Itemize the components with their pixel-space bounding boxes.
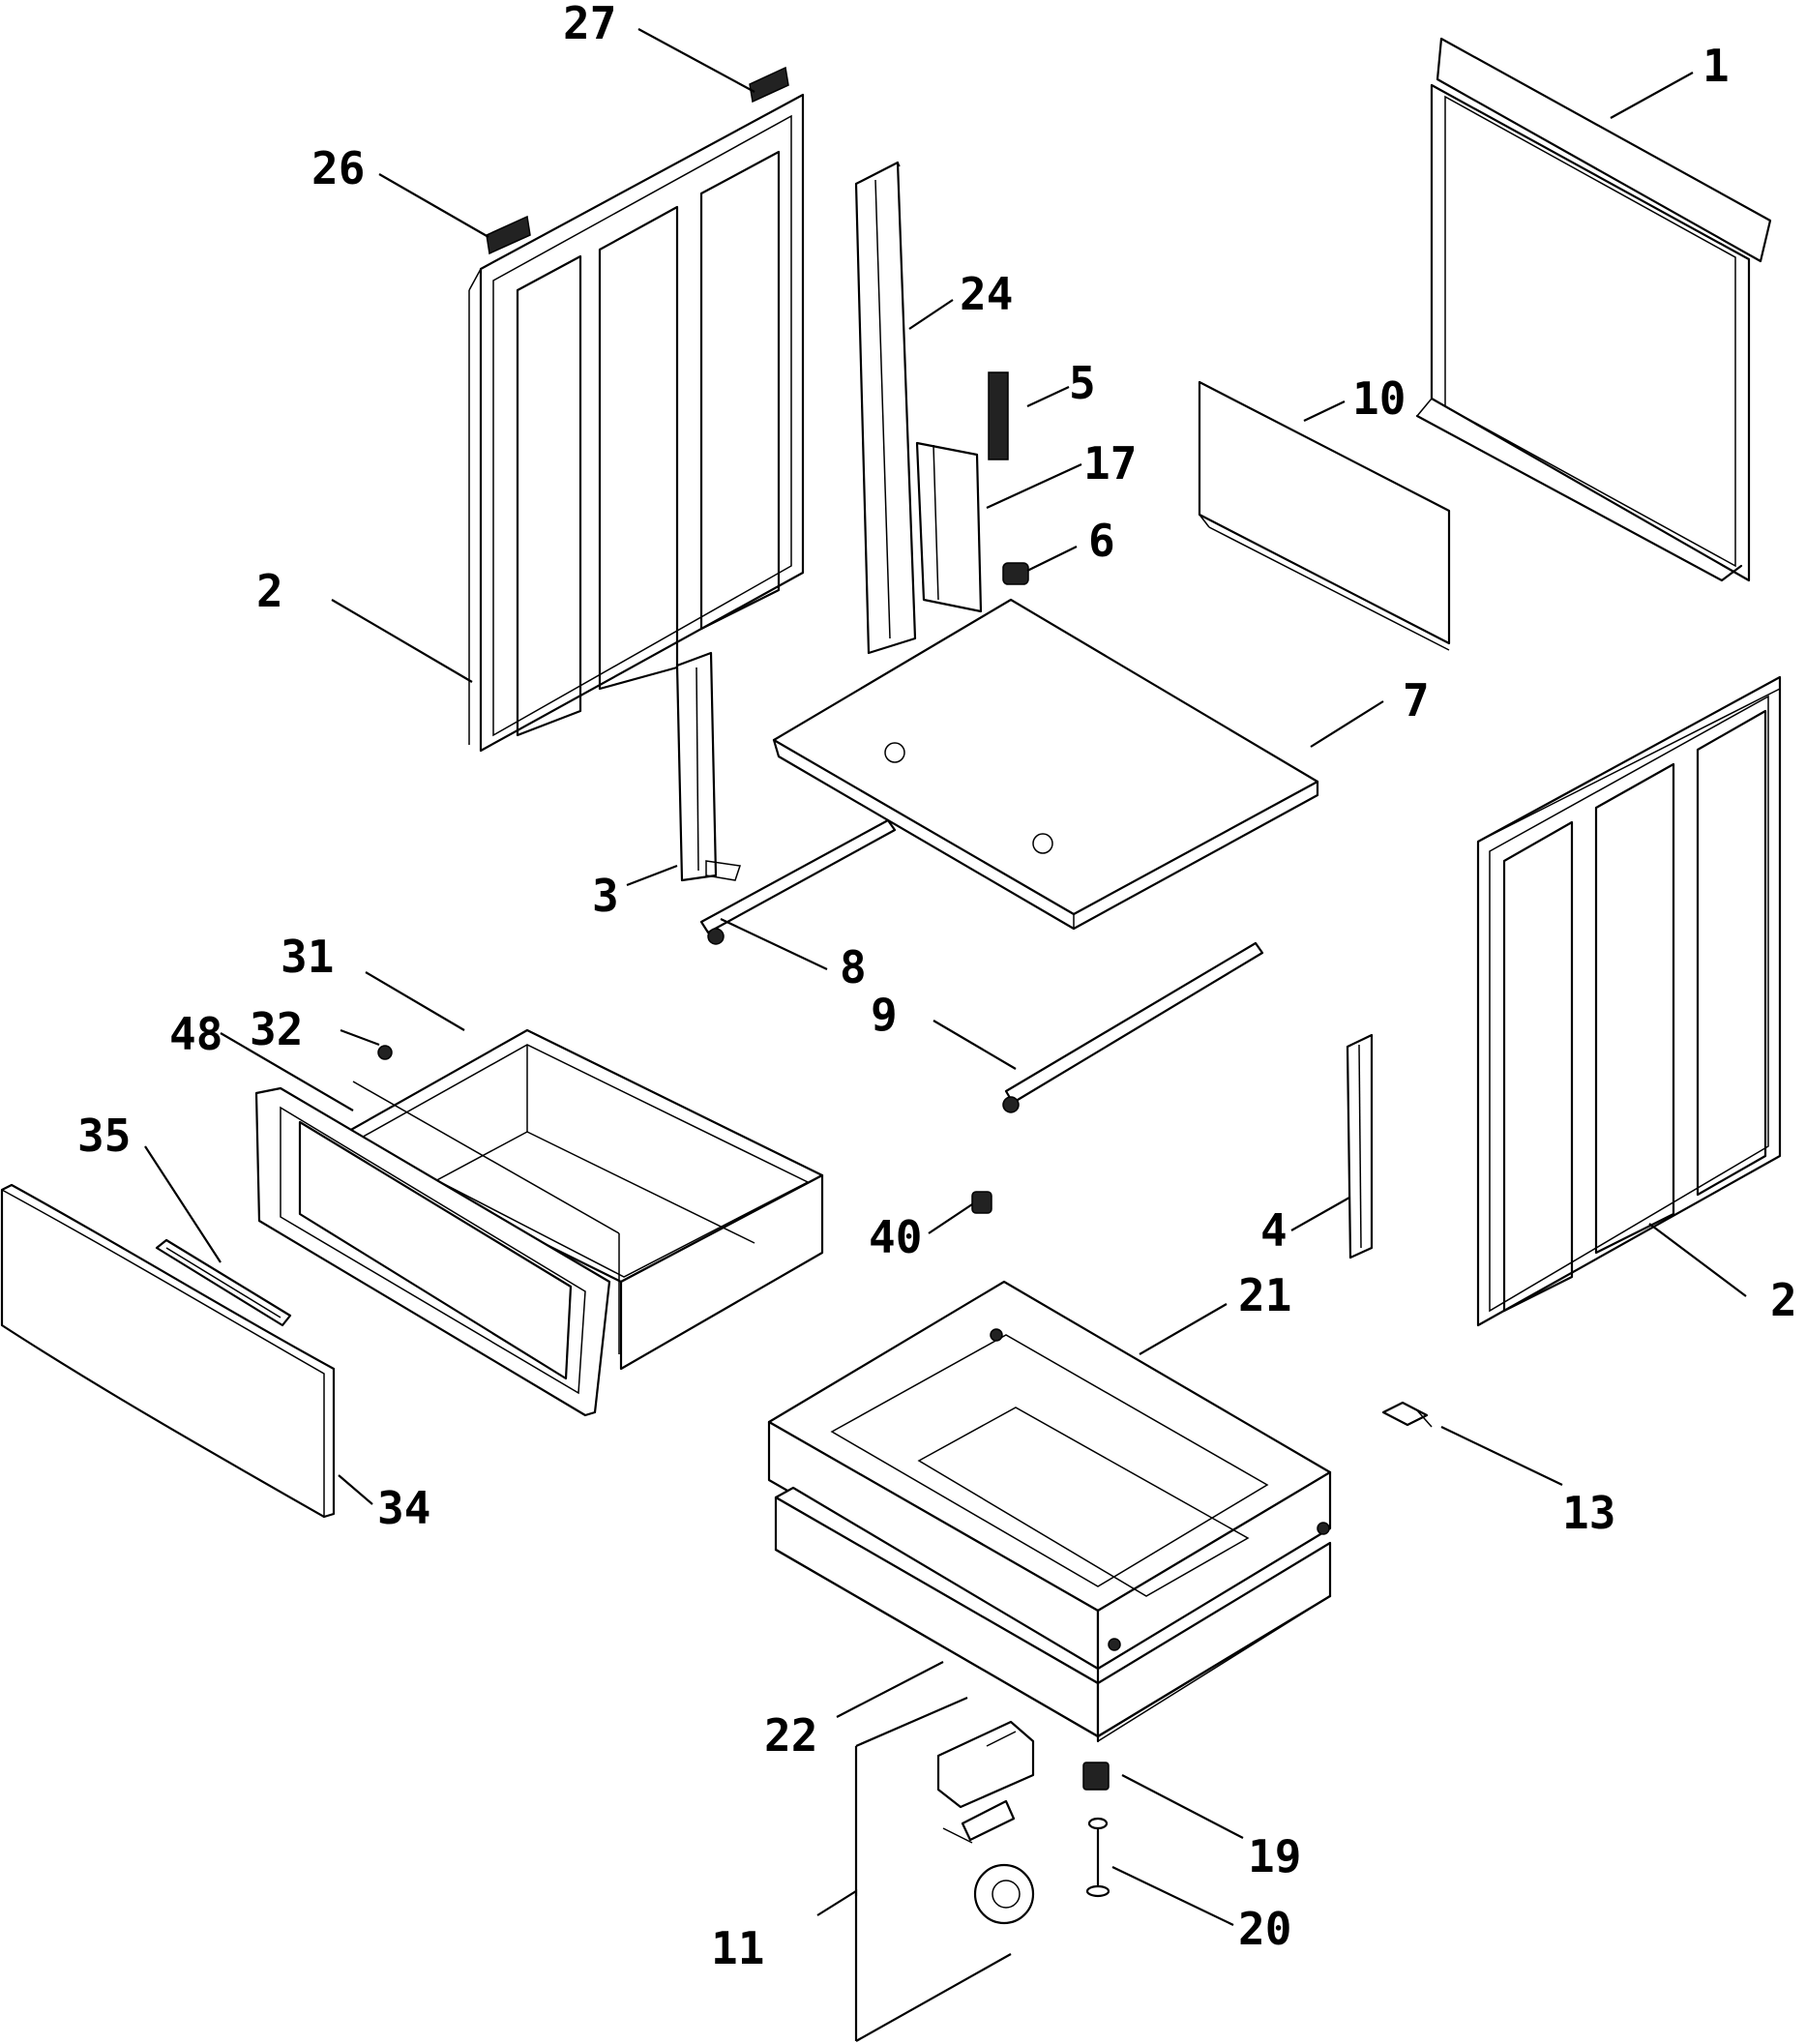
callout-48: 48 (169, 1008, 222, 1060)
part-clip-40 (971, 1191, 992, 1214)
part-drawer-handle (155, 1238, 292, 1327)
callout-26: 26 (311, 142, 365, 194)
part-clip-13 (1381, 1401, 1433, 1428)
part-drawer-front-frame (254, 1081, 620, 1417)
callout-11: 11 (711, 1922, 764, 1974)
callout-2-left: 2 (256, 565, 283, 617)
callout-13: 13 (1562, 1487, 1615, 1539)
callout-20: 20 (1238, 1903, 1291, 1955)
part-bracket-17 (915, 441, 983, 613)
callout-6: 6 (1088, 515, 1115, 567)
part-bracket-3 (675, 651, 741, 882)
part-terminal-block (988, 371, 1009, 460)
leader-lines (144, 28, 1747, 2042)
part-bracket-27 (749, 66, 789, 104)
callout-4: 4 (1260, 1204, 1288, 1257)
part-rear-panel (1415, 37, 1772, 582)
part-vertical-channel (854, 161, 917, 655)
callout-9: 9 (871, 989, 898, 1041)
callout-1: 1 (1702, 40, 1730, 92)
callout-3: 3 (592, 870, 619, 922)
callout-labels: 27 26 1 24 5 10 17 6 2 7 3 8 31 48 32 9 … (77, 0, 1797, 1974)
part-clip-19 (1082, 1762, 1110, 1791)
part-base-pedestal (774, 1486, 1332, 1743)
part-bottom-panel (772, 598, 1319, 931)
part-screw-20 (1085, 1817, 1110, 1898)
callout-7: 7 (1403, 674, 1430, 726)
callout-8: 8 (840, 941, 867, 993)
callout-35: 35 (77, 1110, 131, 1162)
callout-17: 17 (1083, 437, 1137, 489)
callout-40: 40 (869, 1211, 922, 1263)
part-drawer-rail-left (699, 818, 897, 945)
callout-21: 21 (1238, 1269, 1291, 1321)
part-drawer-front-panel (0, 1183, 336, 1519)
part-side-panel-left (468, 93, 805, 753)
part-side-panel-right (1476, 675, 1782, 1327)
part-screw-32 (377, 1045, 393, 1060)
part-drawer-body (332, 1028, 824, 1371)
callout-2-right: 2 (1770, 1274, 1797, 1326)
part-insulation-panel (1198, 380, 1451, 651)
part-bracket-26 (486, 215, 531, 255)
part-bracket-4 (1346, 1033, 1374, 1259)
callout-10: 10 (1352, 372, 1406, 425)
callout-31: 31 (281, 931, 334, 983)
callout-22: 22 (764, 1709, 817, 1762)
part-drawer-rail-right (1002, 941, 1264, 1113)
part-clip-6 (1002, 562, 1029, 585)
callout-24: 24 (960, 268, 1013, 320)
callout-19: 19 (1248, 1830, 1301, 1882)
callout-27: 27 (563, 0, 616, 49)
callout-5: 5 (1069, 357, 1096, 409)
part-leveling-leg-assembly (936, 1720, 1035, 1925)
callout-34: 34 (377, 1482, 430, 1534)
callout-32: 32 (250, 1003, 303, 1055)
